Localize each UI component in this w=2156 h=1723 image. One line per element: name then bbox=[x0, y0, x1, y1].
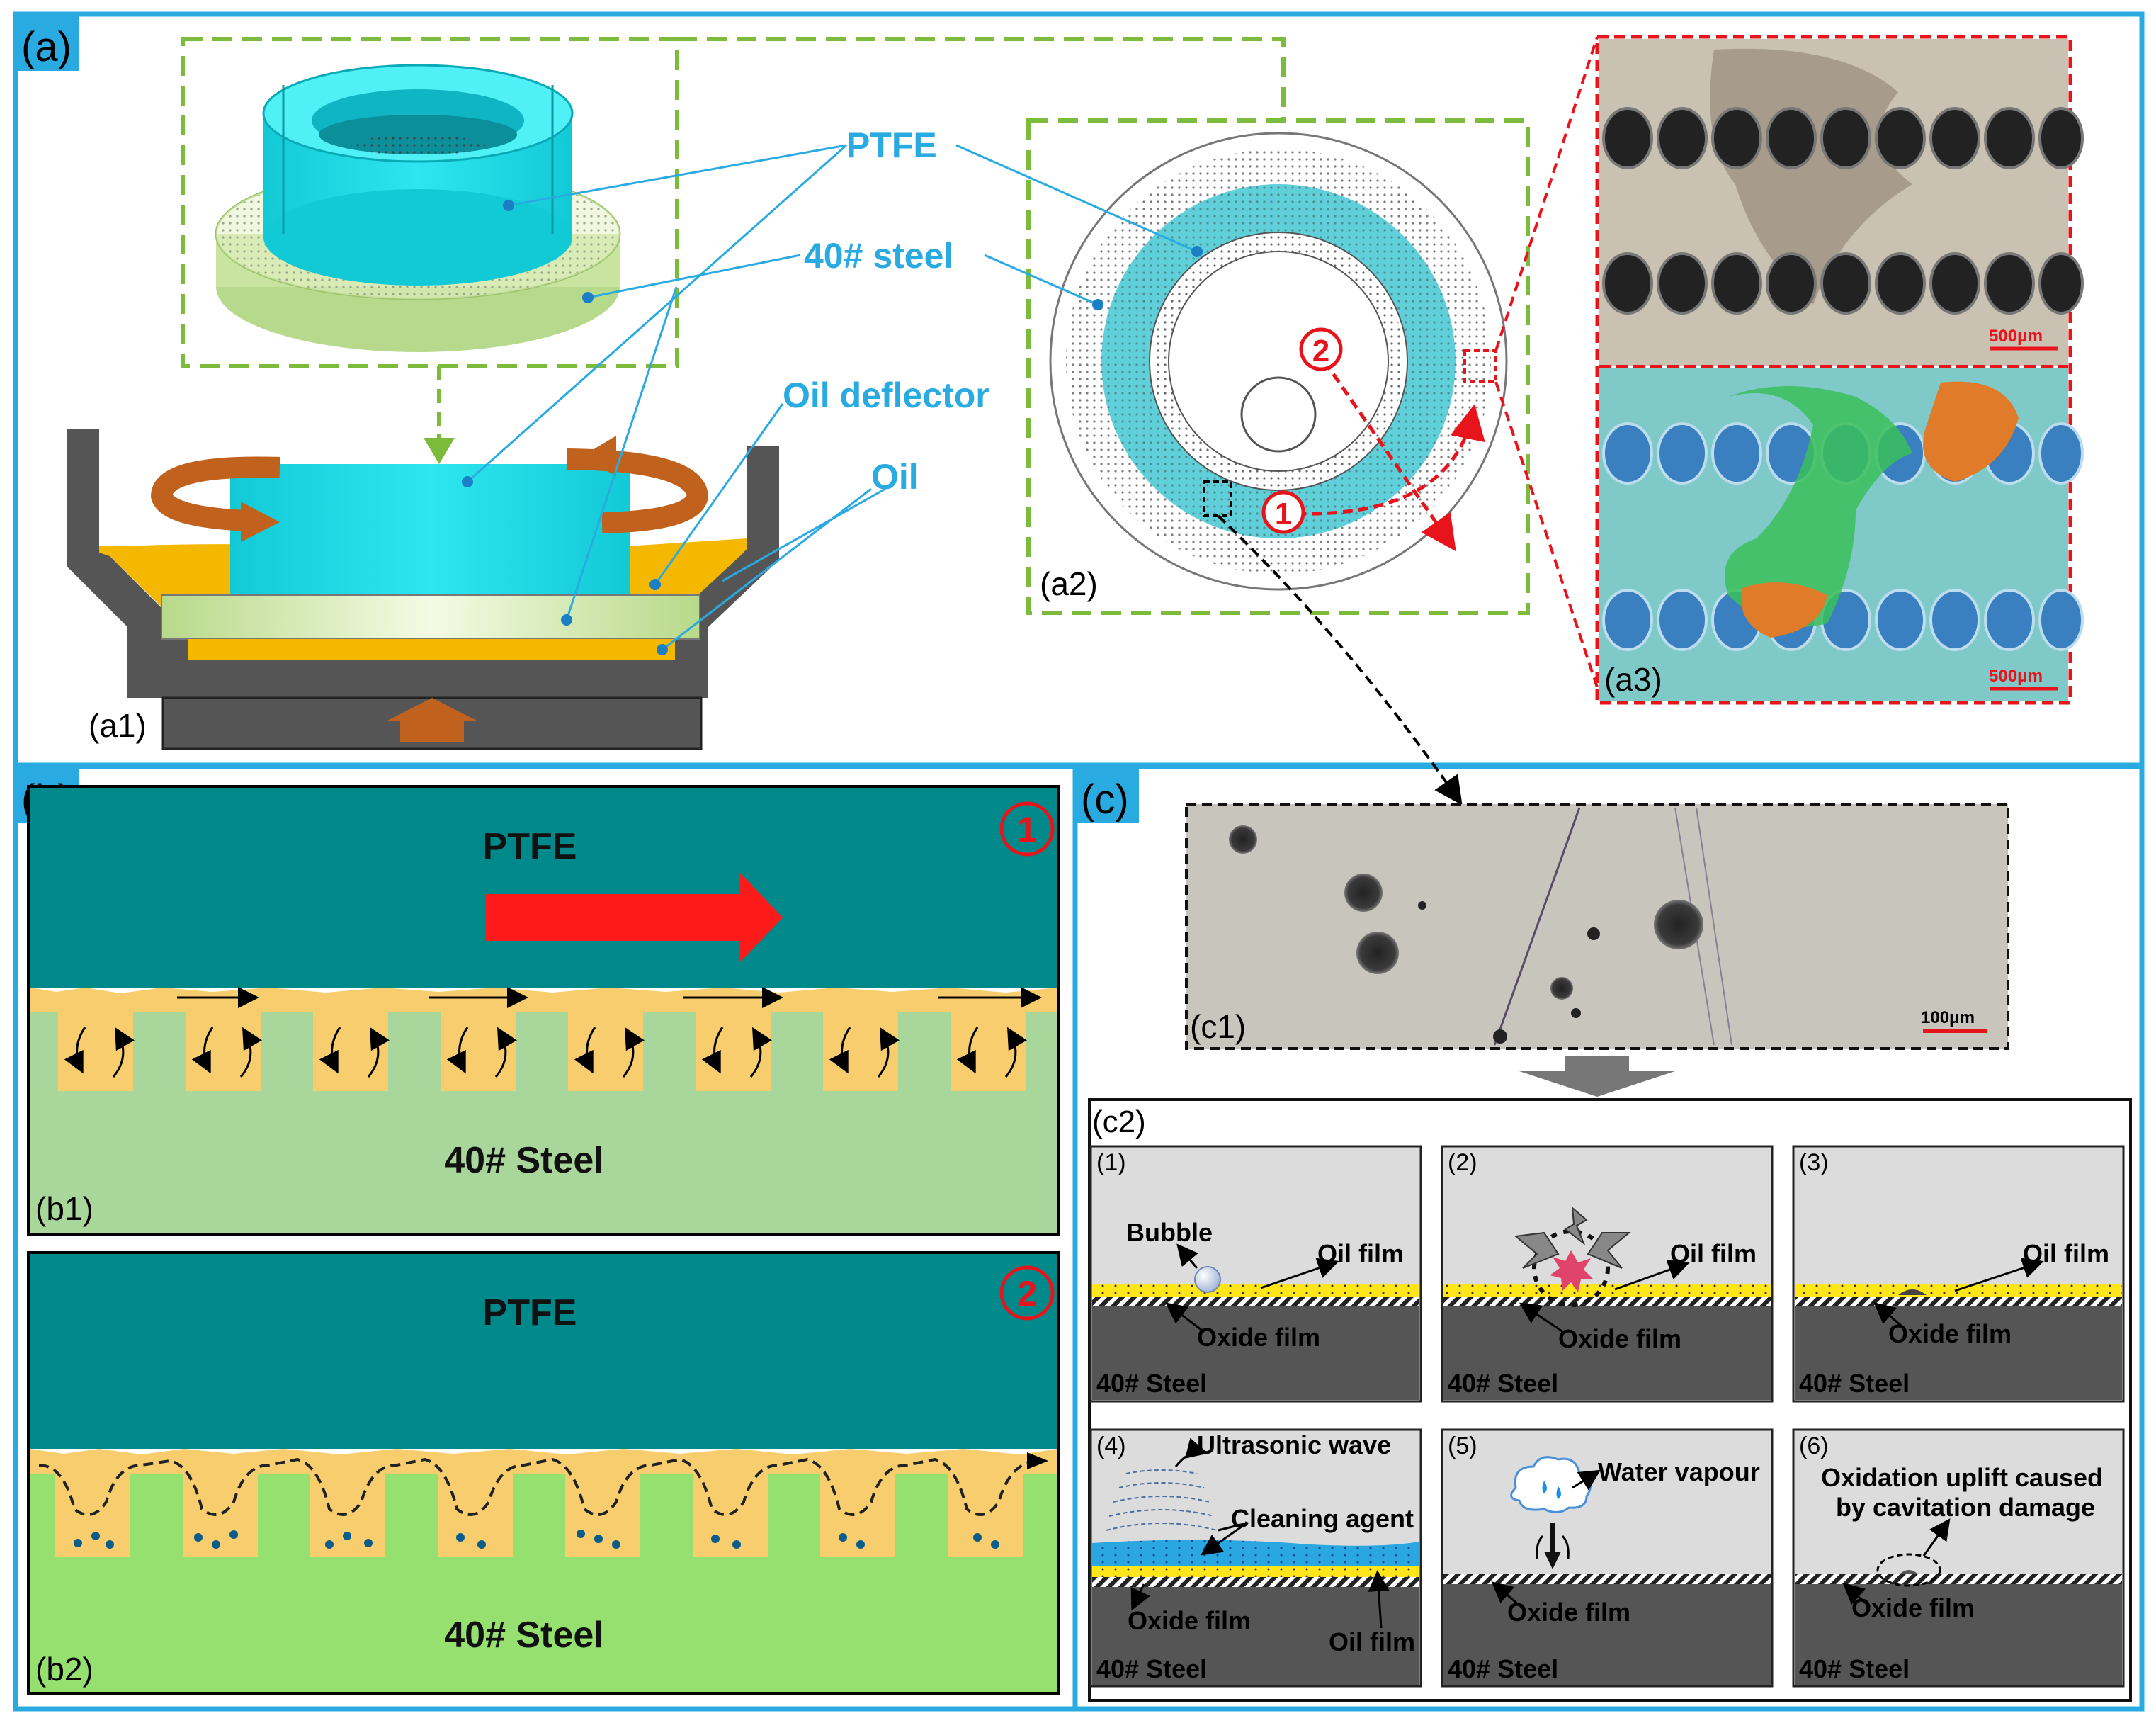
c2-3-oil-film: Oil film bbox=[2023, 1239, 2109, 1268]
c2-2-oxide-film: Oxide film bbox=[1558, 1324, 1681, 1353]
scale-a3-top: 500μm bbox=[1989, 327, 2043, 346]
c2-6-num: (6) bbox=[1799, 1433, 1829, 1459]
panel-c-frame bbox=[1072, 764, 2145, 1712]
c2-4-cleaning: Cleaning agent bbox=[1231, 1504, 1414, 1533]
c2-5-num: (5) bbox=[1448, 1433, 1477, 1459]
panel-a1-label: (a1) bbox=[89, 707, 147, 744]
c2-1-steel: 40# Steel bbox=[1096, 1369, 1207, 1398]
c2-2-oil-film: Oil film bbox=[1670, 1239, 1757, 1268]
panel-a3-micrographs: 500μm 500μm (a3) bbox=[1595, 35, 2084, 705]
c2-2-steel: 40# Steel bbox=[1448, 1369, 1558, 1398]
panel-a-label: (a) bbox=[21, 24, 72, 70]
state-1-marker: 1 bbox=[1275, 497, 1292, 531]
c2-5-steel: 40# Steel bbox=[1448, 1654, 1558, 1683]
c2-4-num: (4) bbox=[1096, 1433, 1126, 1459]
panel-a3-label: (a3) bbox=[1604, 661, 1662, 698]
b1-steel-label: 40# Steel bbox=[444, 1140, 604, 1181]
state-2-marker: 2 bbox=[1312, 334, 1329, 368]
c2-step-4: (4) Ultrasonic wave Cleaning agent Oxide… bbox=[1089, 1428, 1422, 1688]
panel-b1-flow: PTFE 40# Steel 1 (b1) bbox=[27, 785, 1060, 1236]
c2-1-oxide-film: Oxide film bbox=[1197, 1323, 1320, 1352]
c2-step-1: (1) Bubble Oil film Oxide film 40# Steel bbox=[1089, 1145, 1422, 1403]
panel-c2-mechanism: (c2) (1) Bubble Oil film Oxide film 40# … bbox=[1088, 1098, 2132, 1702]
c2-4-ultrasonic: Ultrasonic wave bbox=[1197, 1430, 1391, 1459]
c2-4-oxide-film: Oxide film bbox=[1128, 1606, 1251, 1635]
label-40-steel: 40# steel bbox=[804, 236, 953, 276]
c2-2-num: (2) bbox=[1448, 1149, 1477, 1176]
panel-b2-label: (b2) bbox=[35, 1651, 93, 1688]
c2-6-uplift-1: Oxidation uplift caused bbox=[1821, 1463, 2103, 1492]
panel-c1-label: (c1) bbox=[1190, 1008, 1246, 1045]
scale-a3-bottom: 500μm bbox=[1989, 667, 2043, 686]
panel-c2-label: (c2) bbox=[1092, 1105, 1146, 1139]
b2-ptfe-label: PTFE bbox=[483, 1292, 577, 1333]
panel-c1-micrograph: 100μm (c1) bbox=[1185, 803, 2009, 1097]
b2-state-marker: 2 bbox=[1017, 1274, 1037, 1314]
c2-5-vapour: Water vapour bbox=[1598, 1457, 1760, 1486]
b1-state-marker: 1 bbox=[1017, 810, 1037, 849]
c2-step-6: (6) Oxidation uplift caused by cavitatio… bbox=[1792, 1428, 2125, 1688]
c2-step-2: (2) Oil film Oxide film 40# Steel bbox=[1441, 1145, 1774, 1403]
c2-step-5: (5) Water vapour Oxide film 40# Steel bbox=[1441, 1428, 1774, 1688]
panel-a2-label: (a2) bbox=[1040, 565, 1098, 602]
c2-1-bubble: Bubble bbox=[1126, 1218, 1213, 1247]
label-ptfe: PTFE bbox=[846, 125, 937, 165]
label-oil-deflector: Oil deflector bbox=[783, 375, 989, 415]
panel-a1-apparatus: PTFE 40# steel Oil deflector Oil (a1) bbox=[67, 37, 1286, 750]
c2-step-3: (3) Oil film Oxide film 40# Steel bbox=[1792, 1145, 2125, 1403]
c2-4-oil-film: Oil film bbox=[1329, 1627, 1415, 1656]
b2-steel-label: 40# Steel bbox=[444, 1615, 604, 1656]
c2-3-oxide-film: Oxide film bbox=[1888, 1319, 2012, 1348]
c2-1-num: (1) bbox=[1096, 1149, 1126, 1176]
c2-1-oil-film: Oil film bbox=[1317, 1239, 1404, 1268]
label-oil: Oil bbox=[871, 457, 919, 497]
c2-4-steel: 40# Steel bbox=[1096, 1654, 1207, 1683]
panel-c-label: (c) bbox=[1081, 776, 1129, 823]
panel-b1-label: (b1) bbox=[35, 1190, 93, 1227]
c2-3-num: (3) bbox=[1799, 1149, 1829, 1176]
c2-6-uplift-2: by cavitation damage bbox=[1836, 1493, 2095, 1522]
panel-b2-flow: PTFE 40# Steel 2 (b2) bbox=[27, 1251, 1060, 1695]
panel-a2-disk: 1 2 (a2) bbox=[955, 36, 1599, 806]
c2-3-steel: 40# Steel bbox=[1799, 1369, 1910, 1398]
c2-6-steel: 40# Steel bbox=[1799, 1654, 1910, 1683]
b1-ptfe-label: PTFE bbox=[483, 826, 577, 867]
scale-c1: 100μm bbox=[1921, 1008, 1975, 1027]
c2-5-oxide-film: Oxide film bbox=[1507, 1598, 1630, 1627]
c2-6-oxide-film: Oxide film bbox=[1851, 1593, 1975, 1622]
